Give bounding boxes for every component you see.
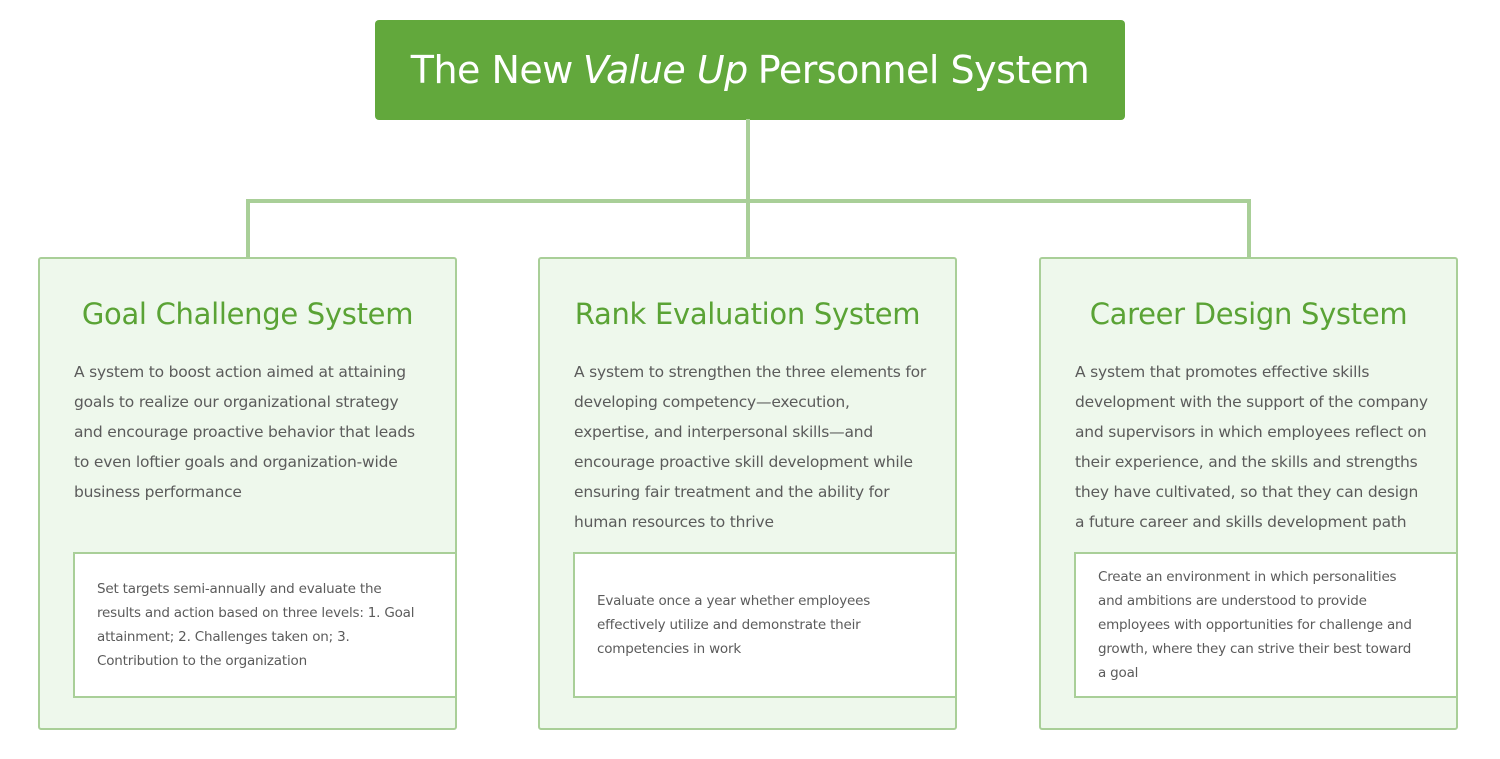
connector-left <box>246 199 250 258</box>
card-detail: Evaluate once a year whether employees e… <box>597 593 871 657</box>
connector-center <box>746 199 750 258</box>
card-title: Rank Evaluation System <box>574 297 921 331</box>
card-detail-box: Create an environment in which personali… <box>1074 552 1458 698</box>
card-detail-box: Set targets semi-annually and evaluate t… <box>73 552 457 698</box>
card-detail: Create an environment in which personali… <box>1098 569 1412 681</box>
card-description: A system to strengthen the three element… <box>574 363 927 531</box>
card-detail-box: Evaluate once a year whether employees e… <box>573 552 957 698</box>
card-rank-evaluation: Rank Evaluation System A system to stren… <box>538 257 957 730</box>
card-title: Goal Challenge System <box>81 297 414 331</box>
title-emphasis: Value Up <box>582 48 748 92</box>
connector-right <box>1247 199 1251 258</box>
card-goal-challenge: Goal Challenge System A system to boost … <box>38 257 457 730</box>
card-detail: Set targets semi-annually and evaluate t… <box>97 581 415 669</box>
card-description: A system that promotes effective skills … <box>1075 363 1428 531</box>
root-title-box: The New Value Up Personnel System <box>375 20 1125 120</box>
card-title: Career Design System <box>1089 297 1408 331</box>
title-suffix: Personnel System <box>757 48 1090 92</box>
title-prefix: The New <box>410 48 574 92</box>
card-career-design: Career Design System A system that promo… <box>1039 257 1458 730</box>
card-description: A system to boost action aimed at attain… <box>74 363 415 501</box>
connector-trunk <box>746 119 750 203</box>
